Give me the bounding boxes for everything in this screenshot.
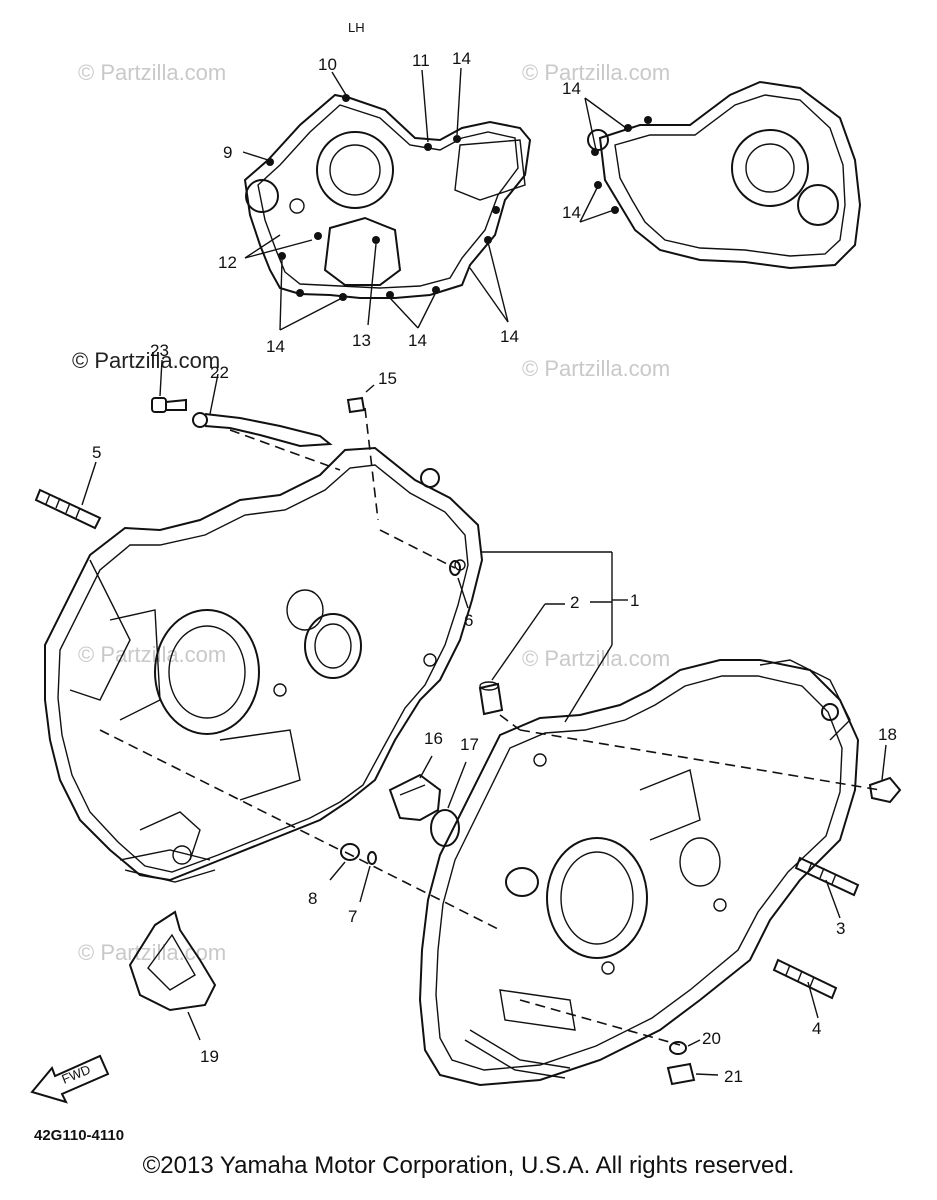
callout-14: 14: [500, 327, 519, 346]
callout-3: 3: [836, 919, 845, 938]
dowel-2: [478, 681, 504, 716]
callout-20: 20: [702, 1029, 721, 1048]
callout-18: 18: [878, 725, 897, 744]
callout-8: 8: [308, 889, 317, 908]
watermark: © Partzilla.com: [522, 60, 670, 85]
oring-6: [449, 560, 469, 609]
callout-5: 5: [92, 443, 101, 462]
plug-16-17: [388, 755, 467, 847]
callout-7: 7: [348, 907, 357, 926]
callout-labels: 1 2 3 4 5 6 7 8 9 10 11 12 13 14 14 14 1…: [92, 49, 897, 1086]
stud-4: [772, 958, 838, 1019]
callout-15: 15: [378, 369, 397, 388]
callout-14: 14: [562, 79, 581, 98]
callout-14: 14: [266, 337, 285, 356]
callout-16: 16: [424, 729, 443, 748]
plug-18: [868, 744, 902, 804]
callout-12: 12: [218, 253, 237, 272]
copyright-notice: ©2013 Yamaha Motor Corporation, U.S.A. A…: [142, 1152, 795, 1179]
strainer-19: [128, 910, 217, 1041]
watermark: © Partzilla.com: [78, 642, 226, 667]
right-crankcase: [418, 659, 860, 1087]
callout-14: 14: [562, 203, 581, 222]
callout-14: 14: [408, 331, 427, 350]
callout-14: 14: [452, 49, 471, 68]
fwd-arrow-icon: FWD: [30, 1054, 110, 1104]
callout-22: 22: [210, 363, 229, 382]
callout-17: 17: [460, 735, 479, 754]
stud-3: [794, 856, 860, 919]
callout-11: 11: [412, 51, 430, 70]
callout-9: 9: [223, 143, 232, 162]
pipe-22: [192, 373, 333, 448]
watermark: © Partzilla.com: [78, 60, 226, 85]
crankcase-bracket: [482, 551, 628, 723]
diagram-code: 42G110-4110: [34, 1127, 124, 1144]
gasket-rh: [587, 80, 862, 270]
left-crankcase: [44, 446, 484, 883]
callout-2: 2: [570, 593, 579, 612]
side-label: LH: [348, 20, 365, 35]
parts-20-21: [666, 1039, 719, 1086]
parts-8-7: [329, 843, 377, 903]
leader-lines-top: [242, 67, 627, 331]
callout-19: 19: [200, 1047, 219, 1066]
callout-4: 4: [812, 1019, 821, 1038]
watermark: © Partzilla.com: [522, 356, 670, 381]
bolt-23: [151, 359, 187, 413]
callout-21: 21: [724, 1067, 743, 1086]
callout-23: 23: [150, 341, 169, 360]
watermark: © Partzilla.com: [72, 348, 220, 373]
dowel-15: [346, 384, 375, 414]
callout-10: 10: [318, 55, 337, 74]
callout-6: 6: [464, 611, 473, 630]
callout-13: 13: [352, 331, 371, 350]
callout-1: 1: [630, 591, 639, 610]
watermark: © Partzilla.com: [522, 646, 670, 671]
stud-5: [34, 461, 102, 530]
gasket-lh: [243, 93, 532, 301]
